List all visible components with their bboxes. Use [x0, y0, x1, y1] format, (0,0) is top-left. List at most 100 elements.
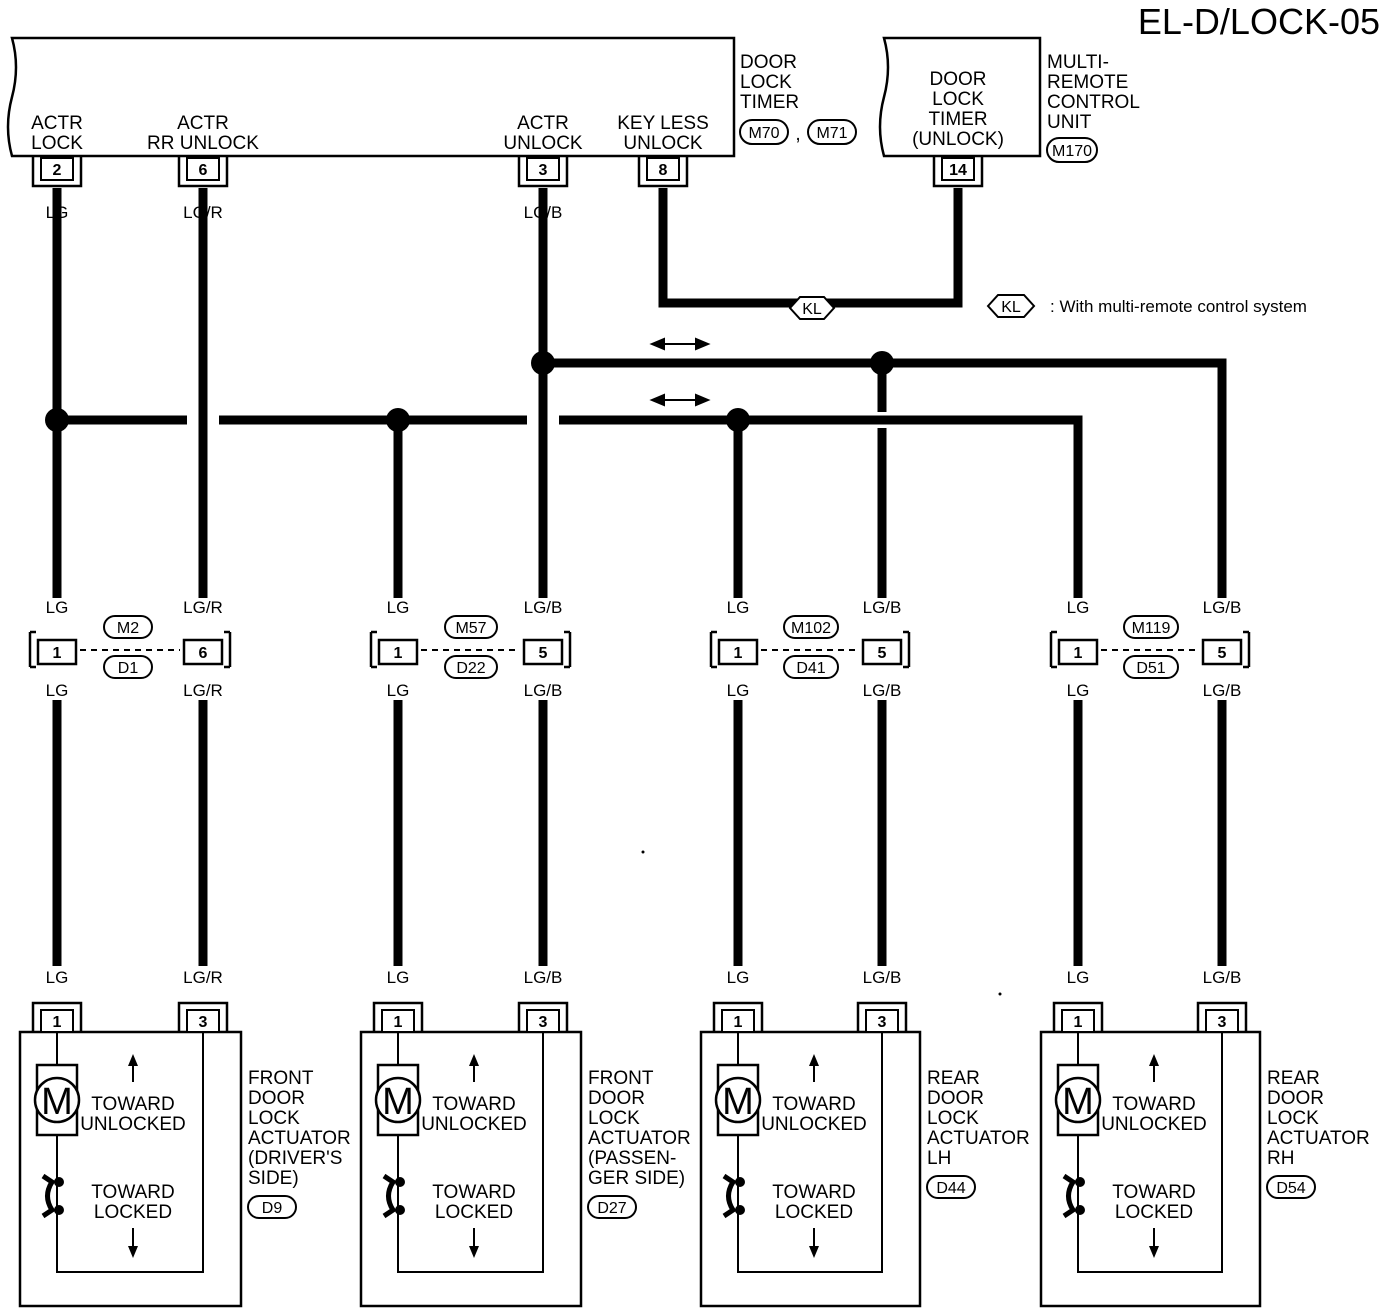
wire-lower-3 — [733, 700, 887, 966]
actuator-name-line: LOCK — [1267, 1108, 1319, 1129]
remote-pin-14: 14 — [932, 156, 984, 188]
up-arrow-icon — [1149, 1054, 1159, 1066]
up-arrow-icon — [469, 1054, 479, 1066]
lock-linkage-pivot — [735, 1177, 745, 1187]
toward-unlocked-label: TOWARD — [772, 1094, 855, 1115]
splice-dot — [386, 408, 410, 432]
actuator-box — [18, 1030, 243, 1308]
motor-label: M — [41, 1081, 73, 1123]
motor-icon — [1054, 1076, 1102, 1124]
lock-linkage-icon — [41, 1173, 56, 1219]
actuator-name-line: LOCK — [927, 1108, 979, 1129]
connector-code-bottom: D1 — [118, 660, 139, 677]
actuator-pin-number: 1 — [394, 1014, 403, 1031]
toward-unlocked-label: UNLOCKED — [1101, 1114, 1207, 1135]
splice-dot — [45, 408, 69, 432]
wire-color-label: LG/B — [524, 681, 563, 700]
actuator-name-line: SIDE) — [248, 1168, 299, 1189]
toward-locked-label: LOCKED — [775, 1202, 853, 1223]
actuator-name-line: GER SIDE) — [588, 1168, 685, 1189]
actuator-name-line: ACTUATOR — [1267, 1128, 1370, 1149]
actuator-name-line: REAR — [1267, 1068, 1320, 1089]
lock-linkage-icon — [382, 1173, 397, 1219]
lock-linkage-pivot — [54, 1205, 64, 1215]
joint-pin-number: 5 — [1218, 645, 1227, 662]
actuator-circuit-line — [56, 1032, 204, 1273]
wire-color-label: LG/R — [183, 681, 223, 700]
terminal-label-keyless-unlock: UNLOCK — [623, 133, 703, 154]
remote-unit-name: MULTI- REMOTE CONTROL UNIT M170 — [1046, 52, 1140, 163]
actuator-connector-oval — [926, 1175, 976, 1199]
connector-code-top: M2 — [117, 620, 139, 637]
motor-icon — [714, 1076, 762, 1124]
remote-name-line: CONTROL — [1047, 92, 1140, 113]
down-arrow-icon — [1149, 1246, 1159, 1258]
joint-pin-number: 1 — [53, 645, 62, 662]
up-arrow-icon — [809, 1054, 819, 1066]
wire-color-label: LG/R — [183, 968, 223, 987]
wire-color-label: LG — [46, 681, 69, 700]
toward-unlocked-label: UNLOCKED — [421, 1114, 527, 1135]
joint-connector-m102-d41: LG LG/B 1 5 M102 D41 LG LG/B — [709, 598, 911, 700]
timer-name-line: LOCK — [740, 72, 792, 93]
actuator-pin-number: 1 — [1074, 1014, 1083, 1031]
motor-icon — [374, 1076, 422, 1124]
remote-pin-number: 14 — [949, 162, 967, 179]
actuator-name-line: DOOR — [1267, 1088, 1324, 1109]
actuator-pin-socket — [372, 1001, 424, 1032]
actuator-pin-socket — [31, 1001, 83, 1032]
wire-color-label: LG/B — [1203, 598, 1242, 617]
actuator-name-line: (PASSEN- — [588, 1148, 676, 1169]
actuator-pin-socket — [1052, 1001, 1104, 1032]
actuator-name-line: LH — [927, 1148, 951, 1169]
toward-locked-label: LOCKED — [1115, 1202, 1193, 1223]
actuator-pin-socket — [1196, 1001, 1248, 1032]
actuator-pin-number: 3 — [199, 1014, 208, 1031]
wire-lock-bus — [57, 415, 1083, 598]
joint-pin-number: 1 — [734, 645, 743, 662]
wire-color-label: LG/B — [863, 681, 902, 700]
multi-remote-control-unit-box — [878, 36, 1042, 158]
splice-dot — [531, 351, 555, 375]
remote-name-line: REMOTE — [1047, 72, 1128, 93]
actuator-name-line: ACTUATOR — [248, 1128, 351, 1149]
wire-color-label: LG — [727, 598, 750, 617]
wire-keyless — [658, 188, 963, 308]
joint-pin-number: 1 — [394, 645, 403, 662]
timer-connector-separator: , — [795, 124, 800, 145]
remote-terminal-label: LOCK — [932, 89, 984, 110]
wire-color-label: LG/B — [863, 968, 902, 987]
actuator-name-line: REAR — [927, 1068, 980, 1089]
actuator-connector-oval — [587, 1195, 637, 1219]
timer-pin-8: 8 — [637, 156, 689, 188]
remote-name-line: UNIT — [1047, 112, 1092, 133]
legend-text: : With multi-remote control system — [1050, 297, 1307, 316]
actuator-circuit-line — [737, 1032, 883, 1273]
wire-color-label: LG — [46, 598, 69, 617]
terminal-label-actr-unlock: ACTR — [517, 113, 569, 134]
kl-option-marker: KL — [788, 296, 836, 320]
joint-pin-number: 5 — [539, 645, 548, 662]
actuator-name-line: LOCK — [588, 1108, 640, 1129]
actuator-connector-code: D54 — [1276, 1180, 1305, 1197]
scan-dot — [998, 992, 1002, 996]
lock-linkage-icon — [1062, 1173, 1077, 1219]
wire-color-label: LG — [1067, 681, 1090, 700]
down-arrow-icon — [128, 1246, 138, 1258]
down-arrow-icon — [469, 1246, 479, 1258]
actuator-name-line: LOCK — [248, 1108, 300, 1129]
connector-code-bottom: D51 — [1136, 660, 1165, 677]
actuator-name-line: DOOR — [927, 1088, 984, 1109]
connector-code-top: M119 — [1132, 620, 1171, 637]
terminal-label-actr-rr-unlock: RR UNLOCK — [147, 133, 259, 154]
wire-color-label: LG/B — [524, 598, 563, 617]
actuator-name-line: RH — [1267, 1148, 1294, 1169]
joint-pin-number: 5 — [878, 645, 887, 662]
remote-terminal-label: TIMER — [928, 109, 987, 130]
down-arrow-icon — [809, 1246, 819, 1258]
wire-lower-4 — [1073, 700, 1227, 966]
toward-locked-label: TOWARD — [772, 1182, 855, 1203]
